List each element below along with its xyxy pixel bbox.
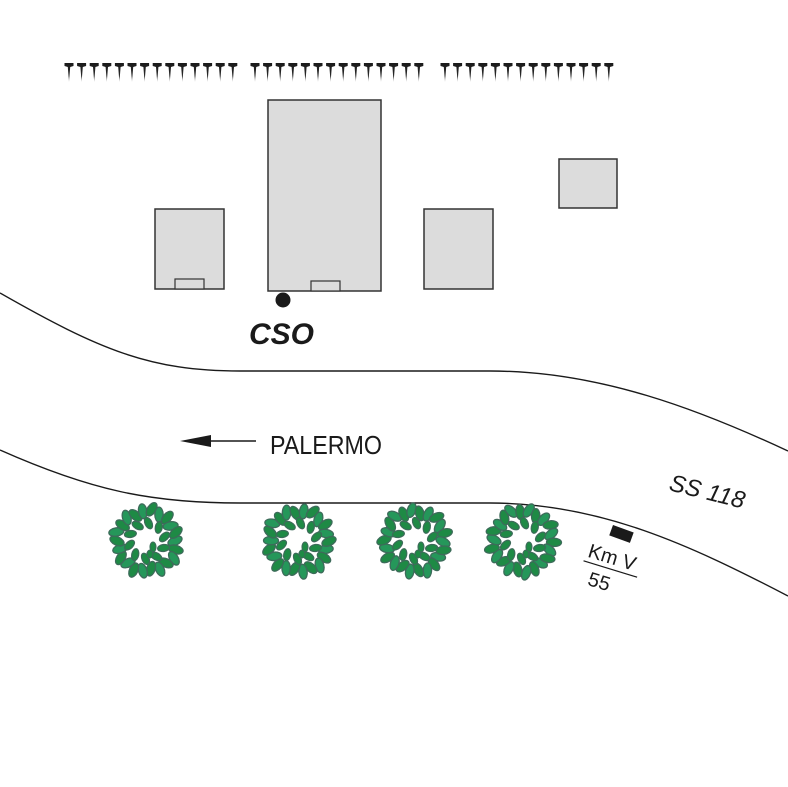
tree-symbol-icon: [490, 63, 500, 82]
bush-icon: [262, 503, 337, 580]
tree-symbol-icon: [313, 63, 323, 82]
site-label: CSO: [249, 318, 314, 351]
tree-symbol-icon: [503, 63, 513, 82]
tree-symbol-icon: [579, 63, 589, 82]
bush-icon: [483, 503, 563, 581]
tree-symbol-icon: [338, 63, 348, 82]
tree-symbol-icon: [566, 63, 576, 82]
tree-symbol-icon: [127, 63, 137, 82]
building-small: [558, 158, 618, 209]
building-main: [267, 99, 382, 292]
tree-symbol-icon: [326, 63, 336, 82]
road-label: SS 118: [667, 470, 749, 515]
tree-symbol-icon: [288, 63, 298, 82]
bushes: [108, 501, 563, 581]
tree-row: [64, 63, 238, 82]
tree-symbol-icon: [440, 63, 450, 82]
tree-symbol-icon: [363, 63, 373, 82]
tree-symbol-icon: [64, 63, 74, 82]
tree-symbol-icon: [250, 63, 260, 82]
tree-symbol-icon: [453, 63, 463, 82]
tree-symbol-icon: [300, 63, 310, 82]
tree-symbol-icon: [263, 63, 273, 82]
building-left-door: [174, 278, 205, 290]
km-label-bottom: 55: [585, 568, 613, 596]
tree-symbol-icon: [102, 63, 112, 82]
tree-symbol-icon: [114, 63, 124, 82]
km-marker-label: Km V 55: [583, 540, 639, 596]
tree-symbol-icon: [77, 63, 87, 82]
direction-arrow-icon: [180, 435, 256, 447]
tree-symbol-icon: [553, 63, 563, 82]
building-right: [423, 208, 494, 290]
tree-symbol-icon: [528, 63, 538, 82]
tree-symbol-icon: [228, 63, 238, 82]
road-edge-lower: [0, 449, 788, 597]
tree-symbol-icon: [351, 63, 361, 82]
tree-symbol-icon: [389, 63, 399, 82]
km-marker-post: [609, 525, 634, 543]
tree-row: [440, 63, 614, 82]
tree-symbol-icon: [465, 63, 475, 82]
tree-symbol-icon: [89, 63, 99, 82]
building-main-door: [310, 280, 341, 292]
bush-icon: [376, 502, 453, 580]
site-marker-dot: [275, 292, 291, 308]
tree-symbol-icon: [591, 63, 601, 82]
bush-icon: [108, 501, 184, 579]
tree-symbol-icon: [165, 63, 175, 82]
tree-symbol-icon: [177, 63, 187, 82]
tree-symbol-icon: [604, 63, 614, 82]
tree-symbol-icon: [516, 63, 526, 82]
tree-symbol-icon: [478, 63, 488, 82]
tree-symbol-icon: [140, 63, 150, 82]
tree-symbol-icon: [203, 63, 213, 82]
direction-label: PALERMO: [270, 430, 382, 460]
tree-symbol-icon: [215, 63, 225, 82]
tree-symbol-icon: [541, 63, 551, 82]
tree-symbol-icon: [275, 63, 285, 82]
tree-symbol-icon: [376, 63, 386, 82]
tree-row: [250, 63, 424, 82]
km-label-divider: [583, 560, 638, 578]
road-edge-upper: [0, 292, 788, 452]
tree-symbol-icon: [401, 63, 411, 82]
buildings: [154, 99, 618, 292]
tree-symbol-icon: [190, 63, 200, 82]
tree-rows: [64, 63, 614, 82]
tree-symbol-icon: [414, 63, 424, 82]
building-left: [154, 208, 225, 290]
tree-symbol-icon: [152, 63, 162, 82]
